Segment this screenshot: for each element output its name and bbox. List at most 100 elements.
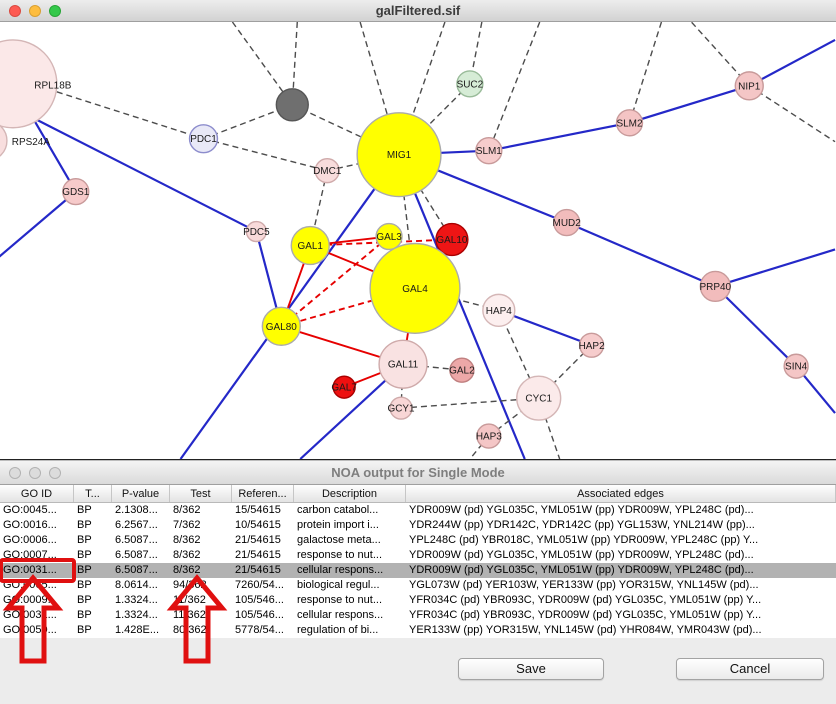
network-node-PRP40[interactable]: [699, 270, 731, 303]
network-node-HAP4[interactable]: [482, 293, 516, 328]
column-header-associated-edges[interactable]: Associated edges: [406, 485, 836, 502]
cell: YFR034C (pd) YBR093C, YDR009W (pd) YGL03…: [409, 609, 762, 621]
network-edge[interactable]: [291, 22, 298, 105]
column-header-p-value[interactable]: P-value: [112, 485, 170, 502]
network-node-PDC1[interactable]: [188, 124, 219, 154]
network-node-GAL80[interactable]: [261, 306, 301, 346]
network-node-GDS1[interactable]: [62, 177, 90, 206]
network-edge[interactable]: [628, 22, 663, 123]
network-edge[interactable]: [714, 248, 836, 288]
cell: response to nut...: [297, 549, 382, 561]
zoom-button[interactable]: [49, 466, 61, 479]
network-edge[interactable]: [748, 85, 836, 143]
column-header-test[interactable]: Test: [170, 485, 232, 502]
noa-window-titlebar[interactable]: NOA output for Single Mode: [0, 461, 836, 485]
node-label-SUC2: SUC2: [457, 79, 484, 90]
cell: GO:0016...: [3, 519, 57, 531]
network-window-titlebar[interactable]: galFiltered.sif: [0, 0, 836, 22]
cancel-button[interactable]: Cancel: [676, 658, 824, 680]
minimize-button[interactable]: [29, 4, 41, 17]
close-button[interactable]: [9, 4, 21, 17]
network-edge[interactable]: [629, 84, 750, 124]
network-node-node-dark[interactable]: [275, 88, 309, 122]
network-edge[interactable]: [398, 154, 526, 459]
cell: YDR009W (pd) YGL035C, YML051W (pp) YDR00…: [409, 549, 754, 561]
cell: 8/362: [173, 534, 201, 546]
minimize-button[interactable]: [29, 466, 41, 479]
network-edge[interactable]: [231, 22, 293, 106]
network-node-GAL4[interactable]: [369, 242, 461, 334]
network-edge[interactable]: [0, 190, 77, 260]
network-node-GAL3[interactable]: [375, 222, 403, 251]
network-node-HAP3[interactable]: [476, 423, 502, 449]
network-edge[interactable]: [488, 121, 630, 152]
network-canvas[interactable]: RPL18BRPS24AGDS1PDC1MIG1SUC2SLM1SLM2NIP1…: [0, 22, 836, 460]
node-label-HAP2: HAP2: [579, 341, 605, 352]
network-node-HAP2[interactable]: [578, 332, 605, 358]
network-node-RPS24A[interactable]: [0, 121, 8, 161]
network-edge[interactable]: [748, 38, 836, 87]
column-header-go-id[interactable]: GO ID: [0, 485, 74, 502]
network-node-SIN4[interactable]: [783, 353, 809, 379]
network-node-SLM2[interactable]: [615, 109, 644, 137]
network-edge[interactable]: [179, 154, 400, 459]
column-header-description[interactable]: Description: [294, 485, 406, 502]
cell: GO:0031...: [3, 609, 57, 621]
node-label-GAL80: GAL80: [266, 322, 297, 333]
cell: BP: [77, 609, 92, 621]
network-node-GAL7[interactable]: [332, 375, 356, 399]
network-node-GAL11[interactable]: [378, 339, 428, 389]
close-button[interactable]: [9, 466, 21, 479]
network-node-NIP1[interactable]: [734, 71, 764, 101]
network-node-DMC1[interactable]: [314, 157, 340, 184]
node-label-GAL4: GAL4: [402, 284, 428, 295]
cell: YPL248C (pd) YBR018C, YML051W (pp) YDR00…: [409, 534, 759, 546]
column-header-t-[interactable]: T...: [74, 485, 112, 502]
network-node-GAL1[interactable]: [290, 225, 330, 266]
network-edge[interactable]: [56, 91, 204, 140]
network-edge[interactable]: [398, 22, 446, 155]
network-edge[interactable]: [281, 287, 416, 328]
network-node-CYC1[interactable]: [516, 375, 562, 421]
network-node-PDC5[interactable]: [245, 220, 268, 243]
zoom-button[interactable]: [49, 4, 61, 17]
cell: 6.5087...: [115, 534, 158, 546]
column-header-referen-[interactable]: Referen...: [232, 485, 294, 502]
network-node-GCY1[interactable]: [389, 396, 413, 420]
cell: GO:0045...: [3, 504, 57, 516]
network-edge[interactable]: [566, 221, 716, 288]
cell: 11/362: [173, 609, 206, 621]
cell: BP: [77, 564, 92, 576]
network-node-MIG1[interactable]: [356, 112, 442, 198]
node-label-PDC1: PDC1: [190, 134, 217, 145]
node-label-PRP40: PRP40: [700, 282, 732, 293]
network-edge[interactable]: [714, 285, 797, 367]
network-node-RPL18B[interactable]: [0, 39, 58, 129]
node-label-HAP4: HAP4: [486, 306, 512, 317]
save-button[interactable]: Save: [458, 658, 604, 680]
network-node-GAL10[interactable]: [435, 222, 469, 257]
cell: BP: [77, 534, 92, 546]
network-edge[interactable]: [280, 235, 390, 328]
network-node-MUD2[interactable]: [552, 208, 581, 237]
network-node-GAL2[interactable]: [449, 357, 475, 383]
network-window-title: galFiltered.sif: [375, 3, 461, 18]
network-edge[interactable]: [203, 138, 328, 172]
network-edge[interactable]: [30, 115, 257, 233]
cell: 15/54615: [235, 504, 281, 516]
network-edge[interactable]: [400, 397, 539, 409]
network-node-SLM1[interactable]: [475, 137, 503, 165]
network-node-SUC2[interactable]: [456, 70, 484, 98]
network-edge[interactable]: [488, 22, 541, 151]
